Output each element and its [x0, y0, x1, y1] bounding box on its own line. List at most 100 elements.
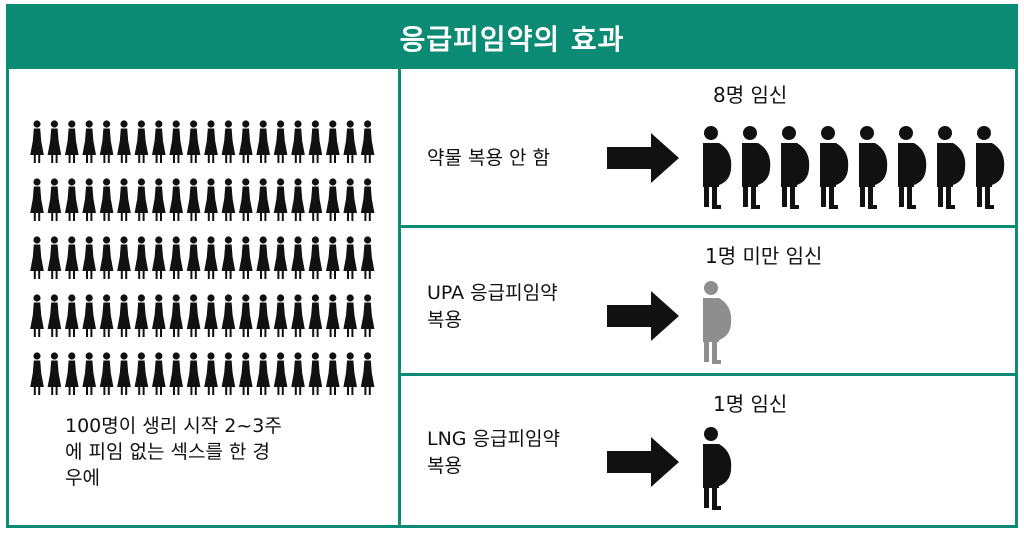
pregnant-woman-icon — [781, 126, 810, 209]
woman-silhouette-icon — [134, 178, 149, 221]
pregnant-woman-icon — [703, 427, 732, 510]
pregnant-woman-icon — [859, 126, 888, 209]
baseline-caption-line: 에 피임 없는 섹스를 한 경 — [65, 441, 270, 463]
woman-silhouette-icon — [99, 120, 114, 163]
woman-silhouette-icon — [273, 236, 288, 279]
woman-silhouette-icon — [169, 352, 183, 395]
result-label: 1명 임신 — [713, 392, 788, 416]
condition-label: UPA 응급피임약 복용 — [427, 280, 597, 334]
woman-silhouette-icon — [117, 294, 131, 337]
woman-silhouette-icon — [99, 352, 114, 395]
woman-silhouette-icon — [256, 294, 270, 337]
woman-silhouette-icon — [326, 352, 340, 395]
condition-label-line: 복용 — [427, 309, 462, 331]
woman-silhouette-icon — [221, 352, 236, 395]
woman-silhouette-icon — [291, 294, 305, 337]
outcome-row-no-drug: 8명 임신 약물 복용 안 함 — [401, 69, 1015, 225]
pregnant-woman-icon — [703, 126, 732, 209]
woman-silhouette-icon — [82, 178, 96, 221]
pregnant-woman-icon — [703, 281, 732, 364]
woman-silhouette-icon — [82, 294, 96, 337]
woman-silhouette-icon — [360, 352, 375, 395]
woman-silhouette-icon — [169, 120, 183, 163]
woman-silhouette-icon — [47, 352, 62, 395]
woman-silhouette-icon — [239, 120, 253, 163]
woman-silhouette-icon — [256, 352, 270, 395]
pregnant-women-figures — [699, 280, 738, 366]
woman-silhouette-icon — [169, 236, 183, 279]
woman-silhouette-icon — [204, 236, 218, 279]
woman-silhouette-icon — [204, 352, 218, 395]
woman-silhouette-icon — [117, 178, 131, 221]
woman-silhouette-icon — [99, 178, 114, 221]
woman-silhouette-icon — [291, 120, 305, 163]
condition-label-line: LNG 응급피임약 — [427, 428, 560, 450]
woman-silhouette-icon — [273, 120, 288, 163]
woman-silhouette-icon — [82, 236, 96, 279]
woman-silhouette-icon — [186, 178, 201, 221]
woman-silhouette-icon — [308, 178, 323, 221]
condition-label: 약물 복용 안 함 — [427, 145, 597, 172]
pregnant-women-figures — [699, 125, 1011, 211]
woman-silhouette-icon — [204, 294, 218, 337]
woman-silhouette-icon — [117, 352, 131, 395]
woman-silhouette-icon — [326, 120, 340, 163]
woman-silhouette-icon — [326, 178, 340, 221]
woman-silhouette-icon — [291, 236, 305, 279]
woman-silhouette-icon — [47, 236, 62, 279]
infographic-frame: 응급피임약의 효과 100명이 생리 시작 2~3주 에 피임 없는 섹스를 한… — [6, 4, 1018, 528]
woman-silhouette-icon — [360, 120, 375, 163]
woman-silhouette-icon — [186, 236, 201, 279]
baseline-caption: 100명이 생리 시작 2~3주 에 피임 없는 섹스를 한 경 우에 — [65, 413, 335, 491]
woman-silhouette-icon — [221, 178, 236, 221]
condition-label-line: UPA 응급피임약 — [427, 282, 558, 304]
arrow-right-icon — [607, 291, 679, 341]
woman-silhouette-icon — [239, 236, 253, 279]
pregnant-woman-icon — [742, 126, 771, 209]
woman-silhouette-icon — [221, 236, 236, 279]
pregnant-woman-icon — [937, 126, 966, 209]
woman-silhouette-icon — [47, 294, 62, 337]
woman-silhouette-icon — [256, 236, 270, 279]
outcomes-panel: 8명 임신 약물 복용 안 함 1명 미만 임신 UPA 응급피임약 복용 — [401, 69, 1015, 525]
pregnant-woman-icon — [898, 126, 927, 209]
baseline-caption-line: 우에 — [65, 467, 100, 489]
page-title: 응급피임약의 효과 — [9, 7, 1015, 69]
woman-silhouette-icon — [117, 236, 131, 279]
woman-silhouette-icon — [291, 352, 305, 395]
row-divider — [401, 225, 1015, 228]
woman-silhouette-icon — [326, 294, 340, 337]
woman-silhouette-icon — [204, 120, 218, 163]
woman-silhouette-icon — [239, 294, 253, 337]
woman-silhouette-icon — [204, 178, 218, 221]
woman-silhouette-icon — [99, 294, 114, 337]
woman-silhouette-icon — [152, 236, 166, 279]
arrow-right-icon — [607, 133, 679, 183]
condition-label: LNG 응급피임약 복용 — [427, 426, 597, 480]
woman-silhouette-icon — [186, 120, 201, 163]
woman-silhouette-icon — [360, 236, 375, 279]
condition-label-line: 약물 복용 안 함 — [427, 147, 550, 169]
woman-silhouette-icon — [65, 120, 79, 163]
woman-silhouette-icon — [186, 294, 201, 337]
woman-silhouette-icon — [256, 120, 270, 163]
woman-silhouette-icon — [65, 236, 79, 279]
woman-silhouette-icon — [152, 294, 166, 337]
pregnant-woman-icon — [976, 126, 1005, 209]
woman-silhouette-icon — [273, 178, 288, 221]
woman-silhouette-icon — [343, 120, 357, 163]
woman-silhouette-icon — [343, 352, 357, 395]
woman-silhouette-icon — [343, 178, 357, 221]
woman-silhouette-icon — [239, 352, 253, 395]
woman-silhouette-icon — [82, 352, 96, 395]
woman-silhouette-icon — [326, 236, 340, 279]
woman-silhouette-icon — [256, 178, 270, 221]
woman-silhouette-icon — [360, 178, 375, 221]
woman-silhouette-icon — [360, 294, 375, 337]
woman-silhouette-icon — [99, 236, 114, 279]
woman-silhouette-icon — [169, 294, 183, 337]
pregnant-woman-icon — [820, 126, 849, 209]
woman-silhouette-icon — [30, 120, 44, 163]
arrow-right-icon — [607, 437, 679, 487]
woman-silhouette-icon — [221, 120, 236, 163]
